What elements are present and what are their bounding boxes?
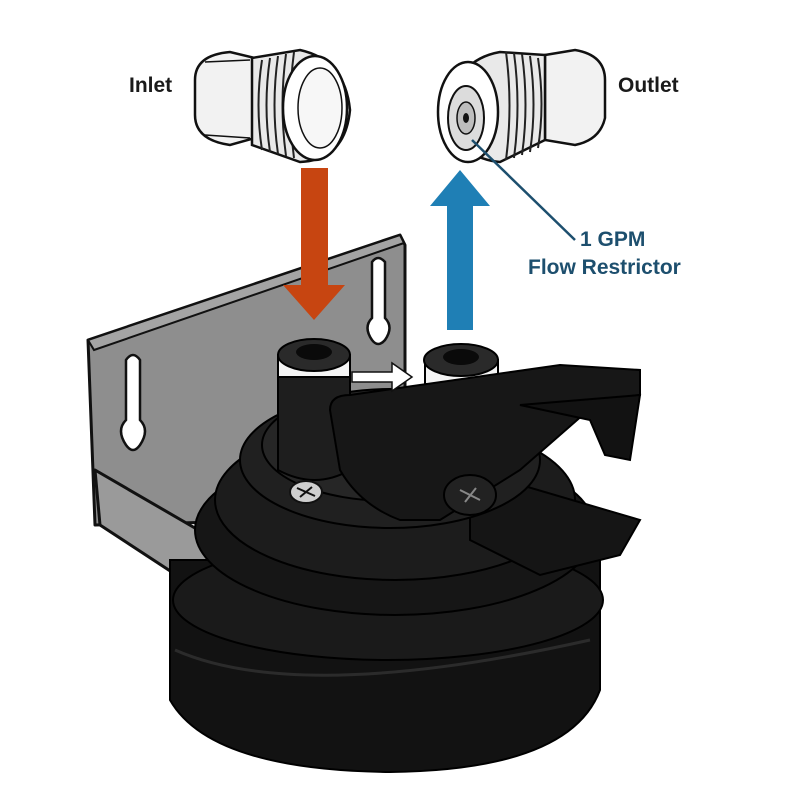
- head-screw: [289, 480, 323, 504]
- outlet-label: Outlet: [618, 74, 679, 97]
- inlet-fitting: [193, 48, 352, 164]
- inlet-flow-arrow: [283, 168, 345, 320]
- inlet-label: Inlet: [129, 74, 173, 97]
- outlet-fitting: [436, 48, 607, 164]
- internal-flow-arrow: [351, 361, 414, 393]
- release-lever: [328, 363, 642, 521]
- inlet-port: [277, 338, 351, 481]
- restrictor-callout-line: [471, 139, 576, 241]
- keyhole-slot-right: [366, 256, 391, 346]
- flow-restrictor-label: 1 GPM Flow Restrictor: [528, 226, 681, 282]
- flow-restrictor-label-line2: Flow Restrictor: [528, 256, 681, 279]
- keyhole-slot-left: [119, 353, 147, 452]
- flow-restrictor: [447, 85, 485, 151]
- flow-restrictor-label-line1: 1 GPM: [580, 228, 646, 251]
- outlet-flow-arrow: [430, 170, 490, 330]
